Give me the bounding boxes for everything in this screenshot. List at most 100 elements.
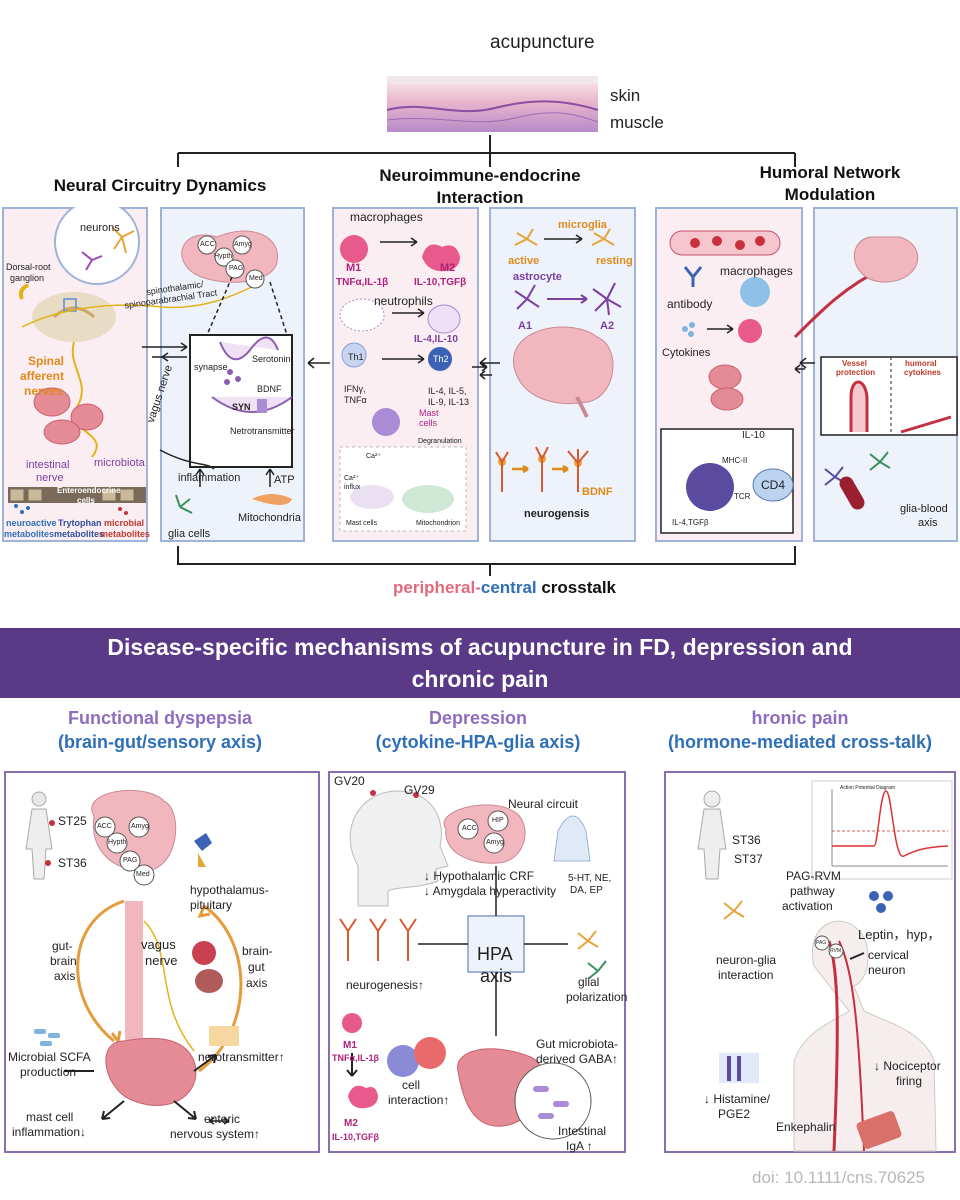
fd-st36: ST36 xyxy=(58,856,87,870)
dep-m1: M1 xyxy=(343,1040,357,1051)
disease-banner: Disease-specific mechanisms of acupunctu… xyxy=(0,628,960,698)
dep-neural-circuit: Neural circuit xyxy=(508,797,579,811)
pain-subtitle: (hormone-mediated cross-talk) xyxy=(667,732,933,752)
label-drg-2: ganglion xyxy=(10,273,45,283)
crosstalk-dash: - xyxy=(475,578,481,597)
label-glia: glia cells xyxy=(168,528,211,540)
top-branch-lines xyxy=(177,135,796,167)
label-resting: resting xyxy=(596,255,633,267)
label-m1: M1 xyxy=(346,262,362,274)
pain-neuron-glia-2: interaction xyxy=(718,968,774,982)
pain-noci-1: ↓ Nociceptor xyxy=(874,1059,941,1073)
pain-st36: ST36 xyxy=(732,833,761,847)
section-title-humoral-2: Modulation xyxy=(784,185,876,204)
pain-neuron-glia-1: neuron-glia xyxy=(716,953,777,967)
pain-enkephalin: Enkephalin xyxy=(776,1120,836,1134)
pain-pag-1: PAG-RVM xyxy=(786,869,841,883)
fd-mast-2: inflammation↓ xyxy=(12,1125,87,1139)
section-title-neural: Neural Circuitry Dynamics xyxy=(53,176,267,195)
dep-iga-1: Intestinal xyxy=(558,1124,607,1138)
label-microbial-2: metabolites xyxy=(100,529,151,539)
label-mast-cells: Mast cells xyxy=(346,520,378,527)
fd-enteric-1: enteric xyxy=(204,1112,241,1126)
muscle-label: muscle xyxy=(610,113,664,132)
label-il4-il10: IL-4,IL-10 xyxy=(414,334,458,345)
dep-glial-2: polarization xyxy=(566,990,628,1004)
label-ca-influx-1: Ca²⁺ xyxy=(344,475,359,482)
label-drg: Dorsal-root xyxy=(6,262,51,272)
dep-nt-2: DA, EP xyxy=(570,885,603,896)
fd-mast-1: mast cell xyxy=(26,1110,74,1124)
label-glia-blood-2: axis xyxy=(918,517,938,529)
dep-gv29: GV29 xyxy=(404,783,435,797)
label-neutrophils: neutrophils xyxy=(374,294,433,308)
label-neuroactive-2: metabolites xyxy=(4,529,55,539)
pain-cervical-2: neuron xyxy=(868,963,906,977)
dep-amyg: Amyg xyxy=(486,839,504,846)
label-microbiota: microbiota xyxy=(94,457,145,469)
label-m2-cytokines: IL-10,TGFβ xyxy=(414,277,467,288)
fd-braingut-2: gut xyxy=(248,960,265,974)
label-bdnf-immune: BDNF xyxy=(582,486,613,498)
label-humoral-1: humoral xyxy=(905,359,937,368)
label-mast-1: Mast xyxy=(419,408,439,418)
dep-hpa-1: HPA xyxy=(477,944,513,964)
fd-med: Med xyxy=(136,871,150,878)
label-entero-1: Enteroendocrine xyxy=(57,486,121,495)
crosstalk-central: central xyxy=(480,578,537,597)
section-title-neuroimmune-2: Interaction xyxy=(436,188,524,207)
dep-cell-2: interaction↑ xyxy=(388,1093,450,1107)
humoral-illustration xyxy=(660,230,958,534)
dep-m2-cyt: IL-10,TGFβ xyxy=(332,1132,379,1142)
label-macrophages-humoral: macrophages xyxy=(720,264,793,278)
pain-chart-title: Action Potential Diagram xyxy=(840,785,896,791)
label-spinal-1: Spinal xyxy=(28,354,65,368)
pain-illustration xyxy=(697,780,953,1152)
dep-neurogenesis: neurogenesis↑ xyxy=(346,978,425,992)
dep-acc: ACC xyxy=(462,825,477,832)
fd-subtitle: (brain-gut/sensory axis) xyxy=(57,732,263,752)
acupuncture-label: acupuncture xyxy=(490,32,595,53)
label-humoral-2: cytokines xyxy=(904,368,941,377)
doi-watermark: doi: 10.1111/cns.70625 xyxy=(752,1168,925,1187)
label-ca-influx-2: influx xyxy=(344,484,361,491)
label-th1-cyt-2: TNFα xyxy=(344,395,367,405)
brain-med: Med xyxy=(249,275,263,282)
label-degranulation: Degranulation xyxy=(418,438,462,445)
label-tryptophan-2: metabolites xyxy=(54,529,105,539)
fd-pag: PAG xyxy=(123,857,138,864)
dep-gaba-1: Gut microbiota- xyxy=(536,1037,619,1051)
label-synapse: synapse xyxy=(194,362,228,372)
dep-gaba-2: derived GABA↑ xyxy=(536,1052,619,1066)
crosstalk-arrows xyxy=(307,357,815,369)
dep-glial-1: glial xyxy=(578,975,600,989)
pain-pag-3: activation xyxy=(782,899,833,913)
dep-cell-1: cell xyxy=(402,1078,421,1092)
brain-acc: ACC xyxy=(200,241,215,248)
label-mitochondria: Mitochondria xyxy=(238,512,301,524)
dep-hpa-2: axis xyxy=(480,966,513,986)
fd-title: Functional dyspepsia xyxy=(67,708,253,728)
label-glia-blood-1: glia-blood xyxy=(900,503,948,515)
label-antibody: antibody xyxy=(667,297,713,311)
label-intestinal-1: intestinal xyxy=(26,459,70,471)
label-il10-humoral: IL-10 xyxy=(742,430,765,441)
label-intestinal-2: nerve xyxy=(36,472,64,484)
label-th1: Th1 xyxy=(348,352,364,362)
pain-leptin: Leptin，hyp， xyxy=(858,927,941,942)
fd-hyp-1: hypothalamus- xyxy=(190,883,269,897)
fd-hyp-2: pituitary xyxy=(190,898,233,912)
pain-histamine-2: PGE2 xyxy=(718,1107,751,1121)
bottom-bracket xyxy=(177,546,796,576)
fd-scfa-2: production xyxy=(20,1065,77,1079)
section-title-neuroimmune-1: Neuroimmune-endocrine xyxy=(379,166,581,185)
label-th1-cyt-1: IFNγ, xyxy=(344,384,366,394)
banner-line-2: chronic pain xyxy=(411,666,549,692)
crosstalk-rest: crosstalk xyxy=(536,578,617,597)
brain-hypth: Hypth xyxy=(214,253,233,260)
label-syn: SYN xyxy=(232,402,251,412)
fd-acc: ACC xyxy=(97,823,112,830)
fd-vagus-2: nerve xyxy=(145,953,178,968)
disease-title-fd: Functional dyspepsia (brain-gut/sensory … xyxy=(10,706,310,754)
label-atp: ATP xyxy=(274,474,295,486)
